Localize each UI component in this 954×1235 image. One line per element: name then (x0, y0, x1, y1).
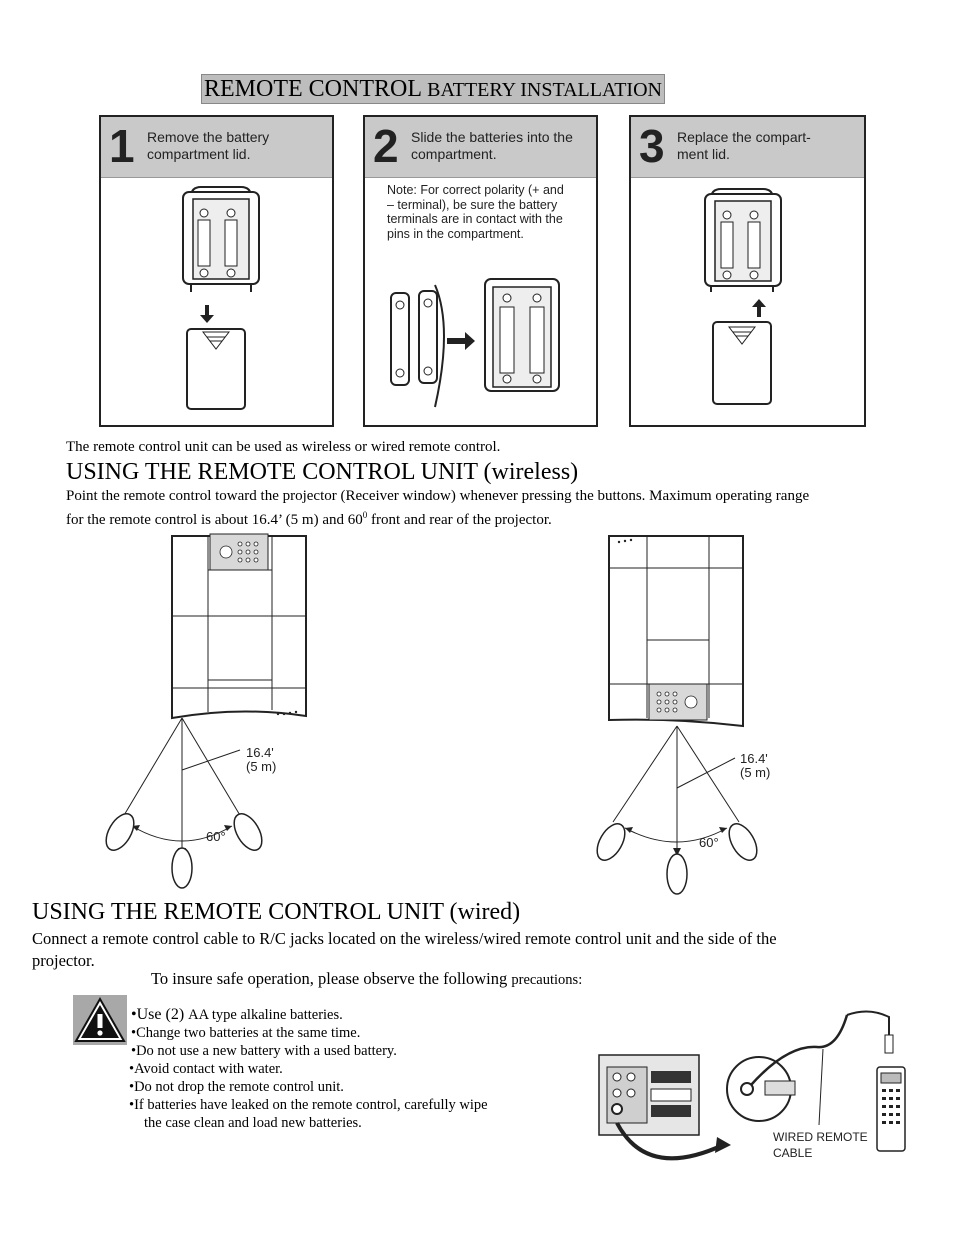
polarity-note: Note: For correct polarity (+ and – term… (387, 183, 564, 241)
wireless-heading: USING THE REMOTE CONTROL UNIT (wireless) (66, 459, 579, 485)
step-2-panel: 2 Slide the batteries into the compartme… (363, 115, 598, 427)
precaution-intro-pre: To insure safe operation, please observe… (151, 969, 512, 988)
cable-label-line-2: CABLE (773, 1146, 813, 1160)
precaution-intro-post: precautions: (511, 972, 583, 988)
step-1-panel: 1 Remove the battery compartment lid. (99, 115, 334, 427)
precaution-item: •Avoid contact with water. (129, 1061, 283, 1077)
warning-triangle-icon (73, 995, 127, 1045)
projector-front-range-diagram (105, 533, 307, 889)
precaution-intro: To insure safe operation, please observe… (151, 968, 582, 991)
left-distance-m-label: (5 m) (246, 759, 277, 774)
wireless-text-post: front and rear of the projector. (367, 512, 552, 528)
wireless-text-line-1: Point the remote control toward the proj… (66, 488, 810, 504)
title-part-2: BATTERY INSTALLATION (427, 79, 662, 101)
wireless-text-line-2: for the remote control is about 16.4’ (5… (66, 506, 552, 530)
wired-remote-connection-illustration (598, 1010, 906, 1161)
cable-label-line-1: WIRED REMOTE (773, 1130, 868, 1144)
step-3-text: Replace the compart-ment lid. (677, 129, 811, 162)
precaution-item: •Do not use a new battery with a used ba… (131, 1043, 397, 1059)
step-3-header (631, 117, 864, 178)
wired-heading: USING THE REMOTE CONTROL UNIT (wired) (32, 899, 521, 925)
step-2-header (365, 117, 596, 178)
precaution-item: •Do not drop the remote control unit. (129, 1079, 344, 1095)
precaution-item: •Change two batteries at the same time. (131, 1025, 361, 1041)
left-distance-label: 16.4' (246, 745, 274, 760)
precaution-item-text: •Use (2) (131, 1006, 189, 1023)
precaution-item: •Use (2) AA type alkaline batteries. (131, 1006, 488, 1024)
precaution-list: •Use (2) AA type alkaline batteries. •Ch… (129, 1006, 488, 1132)
step-1-text: Remove the battery compartment lid. (147, 129, 270, 162)
right-distance-label: 16.4' (740, 751, 768, 766)
left-angle-label: 60° (206, 829, 226, 844)
step-3-number: 3 (639, 120, 665, 172)
precaution-item-text: AA type alkaline batteries. (188, 1007, 343, 1023)
replace-lid-illustration (704, 188, 782, 405)
intro-text: The remote control unit can be used as w… (66, 439, 501, 455)
degree-superscript: 0 (362, 510, 368, 520)
wired-text-line-1: Connect a remote control cable to R/C ja… (32, 929, 777, 948)
precaution-item: the case clean and load new batteries. (144, 1115, 362, 1131)
insert-batteries-illustration (390, 278, 560, 408)
wireless-text-pre: for the remote control is about 16.4’ (5… (66, 512, 363, 528)
page-title: REMOTE CONTROL BATTERY INSTALLATION (201, 74, 665, 104)
step-2-number: 2 (373, 120, 399, 172)
title-part-1: REMOTE CONTROL (204, 76, 428, 102)
precaution-item: •If batteries have leaked on the remote … (129, 1097, 488, 1113)
step-2-text: Slide the batteries into the compartment… (411, 129, 573, 162)
projector-rear-range-diagram (596, 535, 758, 895)
step-1-header (101, 117, 332, 178)
right-distance-m-label: (5 m) (740, 765, 771, 780)
right-angle-label: 60° (699, 835, 719, 850)
step-3-panel: 3 Replace the compart-ment lid. (629, 115, 866, 427)
remote-open-compartment-illustration (182, 186, 260, 410)
wired-text-line-2: projector. (32, 951, 95, 970)
step-1-number: 1 (109, 120, 135, 172)
